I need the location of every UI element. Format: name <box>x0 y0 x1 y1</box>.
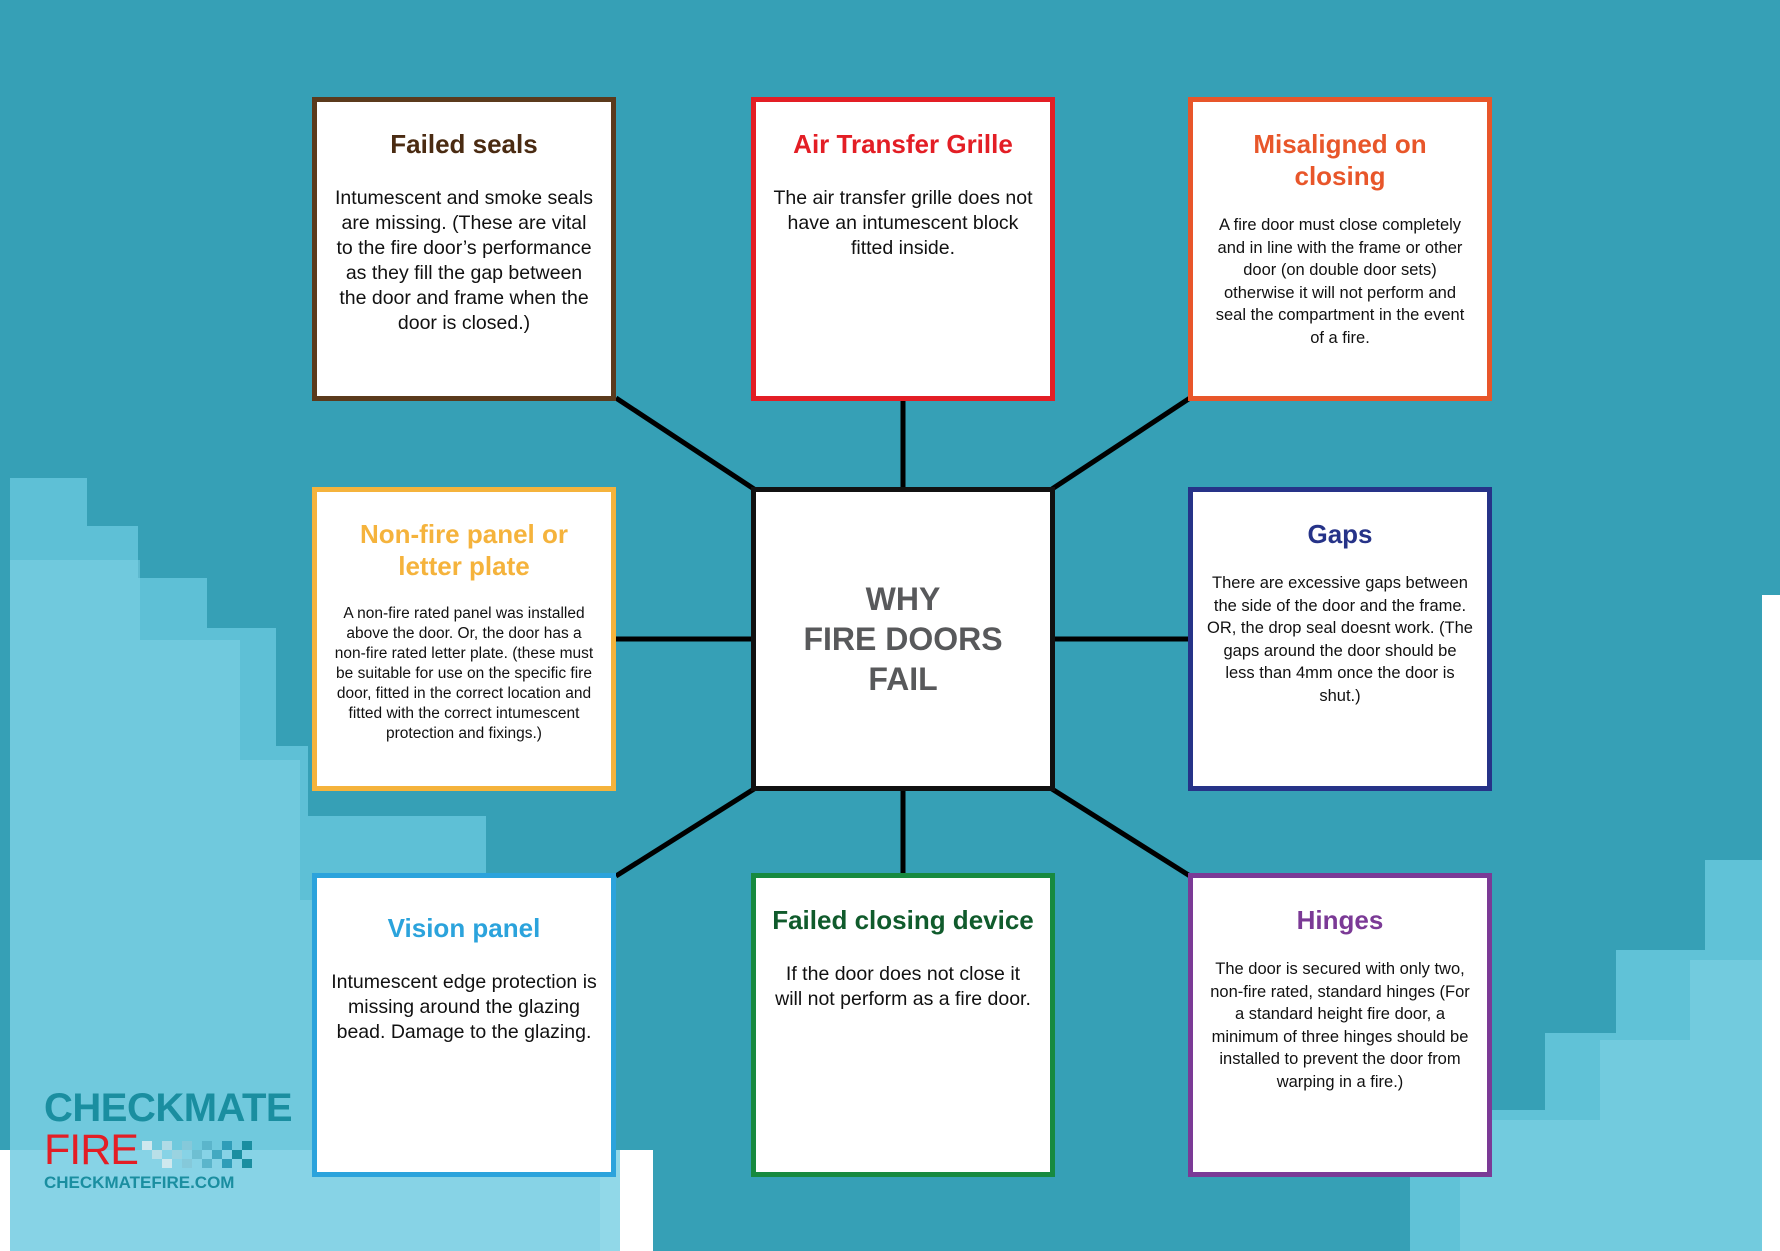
center-title-line2: FIRE DOORS <box>803 621 1003 657</box>
logo-line2: FIRE <box>44 1126 139 1174</box>
card-title: Non-fire panel or letter plate <box>359 519 568 581</box>
card-body: Intumescent and smoke seals are missing.… <box>335 187 593 334</box>
card-body: If the door does not close it will not p… <box>775 963 1031 1010</box>
card-vision-panel: Vision panel Intumescent edge protection… <box>312 873 616 1177</box>
card-title: Failed closing device <box>772 905 1034 935</box>
card-title: Failed seals <box>390 129 538 159</box>
background-lighter-steps-right <box>1460 960 1762 1251</box>
card-title: Hinges <box>1296 905 1384 935</box>
connector-misaligned <box>1050 395 1192 492</box>
card-body: The door is secured with only two, non-f… <box>1210 960 1470 1091</box>
background-lighter-steps-left <box>10 560 600 1251</box>
checker-pattern-icon <box>141 1141 252 1168</box>
card-gaps: Gaps There are excessive gaps between th… <box>1188 487 1492 791</box>
card-hinges: Hinges The door is secured with only two… <box>1188 873 1492 1177</box>
card-title: Gaps <box>1307 519 1373 549</box>
card-air-transfer-grille: Air Transfer Grille The air transfer gri… <box>751 97 1055 401</box>
card-non-fire-panel: Non-fire panel or letter plate A non-fir… <box>312 487 616 791</box>
card-body: There are excessive gaps between the sid… <box>1207 574 1473 705</box>
card-title: Vision panel <box>387 913 541 943</box>
connector-seals <box>614 395 756 492</box>
card-body: The air transfer grille does not have an… <box>773 187 1033 259</box>
connector-vision <box>614 786 756 879</box>
card-body: Intumescent edge protection is missing a… <box>331 971 597 1043</box>
connector-hinges <box>1050 786 1192 879</box>
card-failed-seals: Failed seals Intumescent and smoke seals… <box>312 97 616 401</box>
logo-url: CHECKMATEFIRE.COM <box>44 1173 235 1192</box>
logo-line1: CHECKMATE <box>44 1086 293 1130</box>
card-misaligned-on-closing: Misaligned on closing A fire door must c… <box>1188 97 1492 401</box>
card-title: Misaligned on closing <box>1253 129 1427 191</box>
card-body: A fire door must close completely and in… <box>1215 216 1465 347</box>
card-body: A non-fire rated panel was installed abo… <box>334 605 594 742</box>
center-box: WHY FIRE DOORS FAIL <box>751 487 1055 791</box>
center-title-line1: WHY <box>865 581 941 617</box>
center-title-line3: FAIL <box>868 661 938 697</box>
card-title: Air Transfer Grille <box>793 129 1013 159</box>
checkmate-fire-logo: CHECKMATE FIRE <box>44 1086 293 1194</box>
card-failed-closing-device: Failed closing device If the door does n… <box>751 873 1055 1177</box>
connector-lines <box>614 395 1192 879</box>
